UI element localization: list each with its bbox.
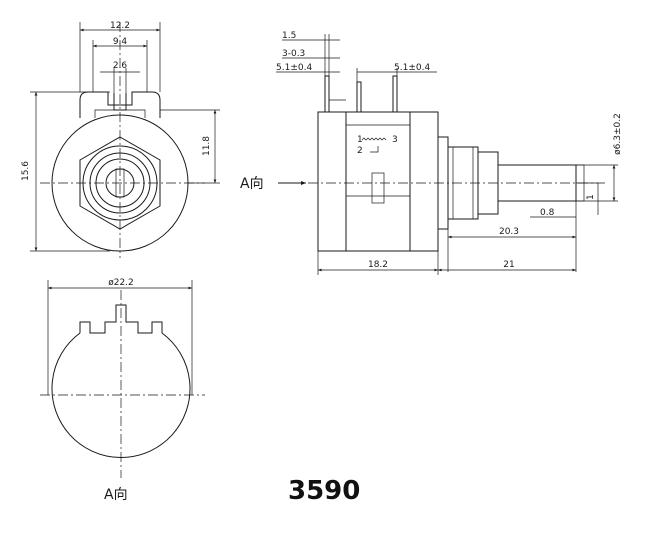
dim-total-shaft: 21 xyxy=(503,260,514,270)
dim-flat: 1 xyxy=(586,194,596,200)
terminal-3: 3 xyxy=(392,135,398,145)
dim-shaft-len: 20.3 xyxy=(499,227,519,237)
dim-pin-right: 5.1±0.4 xyxy=(394,63,430,73)
dim-width-outer: 12.2 xyxy=(110,21,130,31)
bottom-view: ø22.2 A向 xyxy=(40,278,205,503)
front-view: 12.2 9.4 2.6 15.6 11.8 xyxy=(21,21,220,258)
dim-shaft-end: 0.8 xyxy=(540,208,555,218)
dim-pin-thickness: 1.5 xyxy=(282,31,296,41)
pin-left xyxy=(324,75,330,113)
front-terminal-housing xyxy=(79,91,161,118)
side-arrow-label: A向 xyxy=(240,176,264,192)
terminal-1: 1 xyxy=(357,135,363,145)
dim-shaft-dia: ø6.3±0.2 xyxy=(613,113,623,155)
dim-tab-width: 2.6 xyxy=(113,61,128,71)
terminal-2: 2 xyxy=(357,146,363,156)
dim-diameter: ø22.2 xyxy=(108,278,134,288)
model-number: 3590 xyxy=(288,476,361,506)
side-view: 1 3 2 A向 1.5 3-0.3 5.1±0.4 5.1±0.4 xyxy=(240,31,623,275)
side-body xyxy=(317,111,439,252)
dim-width-inner: 9.4 xyxy=(113,37,128,47)
dim-height-right: 11.8 xyxy=(202,136,212,156)
pin-mid xyxy=(356,81,362,113)
dim-pin-spacing: 3-0.3 xyxy=(282,49,305,59)
bottom-view-label: A向 xyxy=(104,487,128,503)
dim-pin-left: 5.1±0.4 xyxy=(276,63,312,73)
front-tab xyxy=(113,93,127,111)
pin-right xyxy=(392,75,398,113)
dim-height-left: 15.6 xyxy=(21,161,31,181)
dim-body-len: 18.2 xyxy=(368,260,388,270)
